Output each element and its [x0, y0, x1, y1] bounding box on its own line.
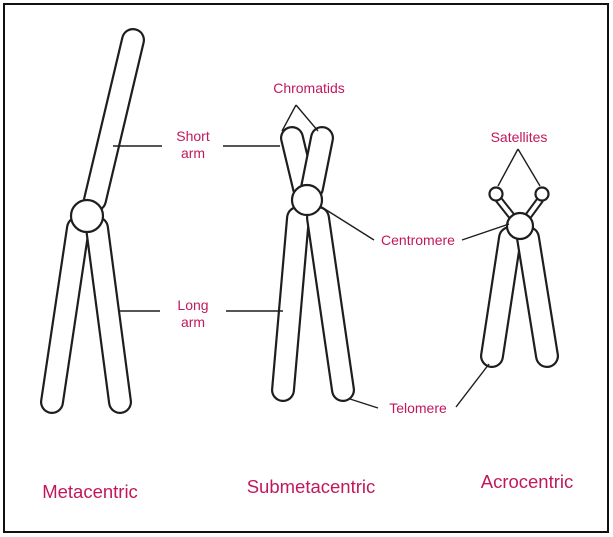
acrocentric-centromere — [507, 213, 533, 239]
metacentric-chromosome — [43, 40, 133, 402]
centromere-label: Centromere — [381, 232, 455, 248]
acrocentric-satellite-left — [490, 188, 503, 201]
satellites-label: Satellites — [491, 129, 548, 145]
submetacentric-type-label: Submetacentric — [247, 476, 376, 497]
acrocentric-chromosome — [490, 188, 549, 357]
chromatids-label: Chromatids — [273, 80, 345, 96]
short-arm-label-line1: Short — [176, 128, 210, 144]
telomere-label: Telomere — [389, 400, 447, 416]
metacentric-type-label: Metacentric — [42, 481, 138, 502]
short-arm-label-line2: arm — [181, 145, 205, 161]
satellites-leader — [498, 149, 540, 186]
submetacentric-chromosome — [283, 138, 343, 390]
long-arm-label-line1: Long — [177, 297, 208, 313]
long-arm-label-line2: arm — [181, 314, 205, 330]
telomere-leader-left — [350, 399, 378, 408]
telomere-leader-right — [456, 364, 489, 407]
metacentric-centromere — [71, 200, 103, 232]
submetacentric-centromere — [292, 185, 322, 215]
acrocentric-type-label: Acrocentric — [481, 471, 574, 492]
acrocentric-satellite-right — [536, 188, 549, 201]
